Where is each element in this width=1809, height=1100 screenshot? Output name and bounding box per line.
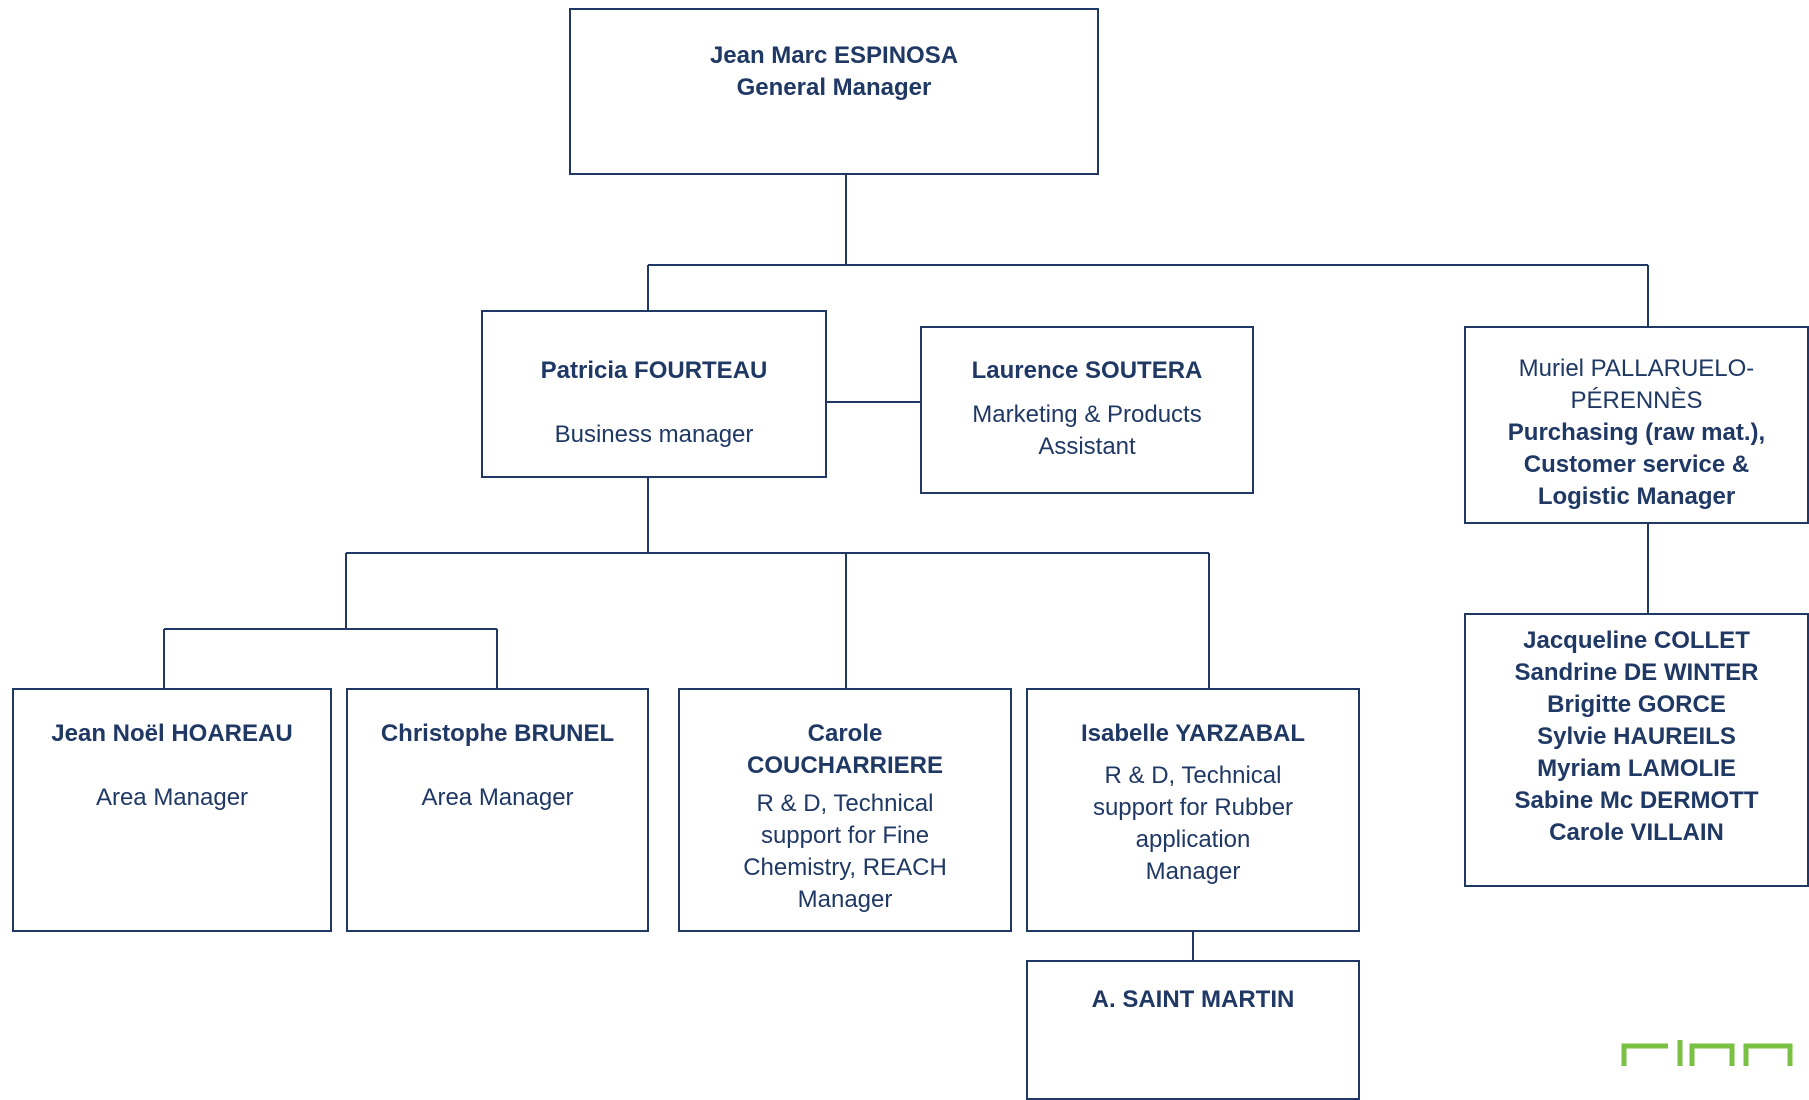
company-logo <box>1621 1040 1793 1066</box>
purchasing-role-line2: Customer service & <box>1523 451 1750 478</box>
org-chart-connectors <box>163 174 1649 960</box>
marketing-name: Laurence SOUTERA <box>971 357 1203 384</box>
gm-name: Jean Marc ESPINOSA <box>709 42 959 69</box>
node-marketing-assistant: Laurence SOUTERA Marketing & Products As… <box>920 326 1254 494</box>
node-rd-fine-chemistry: Carole COUCHARRIERE R & D, Technical sup… <box>678 688 1012 932</box>
area1-role: Area Manager <box>95 784 249 811</box>
team-member: Sylvie HAUREILS <box>1537 723 1736 750</box>
node-rd-rubber: Isabelle YARZABAL R & D, Technical suppo… <box>1026 688 1360 932</box>
team-member: Jacqueline COLLET <box>1523 627 1750 654</box>
rd-fine-role-line1: R & D, Technical <box>756 790 934 817</box>
area2-name: Christophe BRUNEL <box>380 720 615 747</box>
rd-rubber-role-line3: application <box>1135 826 1251 853</box>
marketing-role-line2: Assistant <box>1038 433 1136 460</box>
node-general-manager: Jean Marc ESPINOSA General Manager <box>569 8 1099 175</box>
rd-fine-name-line2: COUCHARRIERE <box>746 752 943 779</box>
marketing-role-line1: Marketing & Products <box>972 401 1202 428</box>
team-member: Carole VILLAIN <box>1549 819 1724 846</box>
rd-rubber-role-line1: R & D, Technical <box>1104 762 1282 789</box>
rd-rubber-role-line4: Manager <box>1145 858 1241 885</box>
rd-fine-role-line3: Chemistry, REACH <box>743 854 947 881</box>
team-member: Sabine Mc DERMOTT <box>1514 787 1759 814</box>
node-business-manager: Patricia FOURTEAU Business manager <box>481 310 827 478</box>
node-area-manager-1: Jean Noël HOAREAU Area Manager <box>12 688 332 932</box>
area2-role: Area Manager <box>421 784 574 811</box>
area1-name: Jean Noël HOAREAU <box>51 720 293 747</box>
business-role: Business manager <box>554 421 754 448</box>
rd-rubber-role-line2: support for Rubber <box>1092 794 1294 821</box>
purchasing-role-line3: Logistic Manager <box>1537 483 1736 510</box>
assistant-name: A. SAINT MARTIN <box>1091 986 1295 1013</box>
rd-rubber-name: Isabelle YARZABAL <box>1080 720 1306 747</box>
rd-fine-name-line1: Carole <box>807 720 883 747</box>
rd-fine-role-line4: Manager <box>797 886 893 913</box>
node-area-manager-2: Christophe BRUNEL Area Manager <box>346 688 649 932</box>
rd-fine-role-line2: support for Fine <box>760 822 930 849</box>
gm-role: General Manager <box>736 74 932 101</box>
team-member: Brigitte GORCE <box>1547 691 1726 718</box>
purchasing-role-line1: Purchasing (raw mat.), <box>1507 419 1766 446</box>
node-purchasing-manager: Muriel PALLARUELO- PÉRENNÈS Purchasing (… <box>1464 326 1809 524</box>
team-member: Myriam LAMOLIE <box>1537 755 1736 782</box>
business-name: Patricia FOURTEAU <box>540 357 768 384</box>
node-assistant: A. SAINT MARTIN <box>1026 960 1360 1100</box>
node-customer-service-team: Jacqueline COLLET Sandrine DE WINTER Bri… <box>1464 613 1809 887</box>
purchasing-name-line1: Muriel PALLARUELO- <box>1518 355 1755 382</box>
purchasing-name-line2: PÉRENNÈS <box>1570 387 1703 414</box>
team-member: Sandrine DE WINTER <box>1514 659 1759 686</box>
